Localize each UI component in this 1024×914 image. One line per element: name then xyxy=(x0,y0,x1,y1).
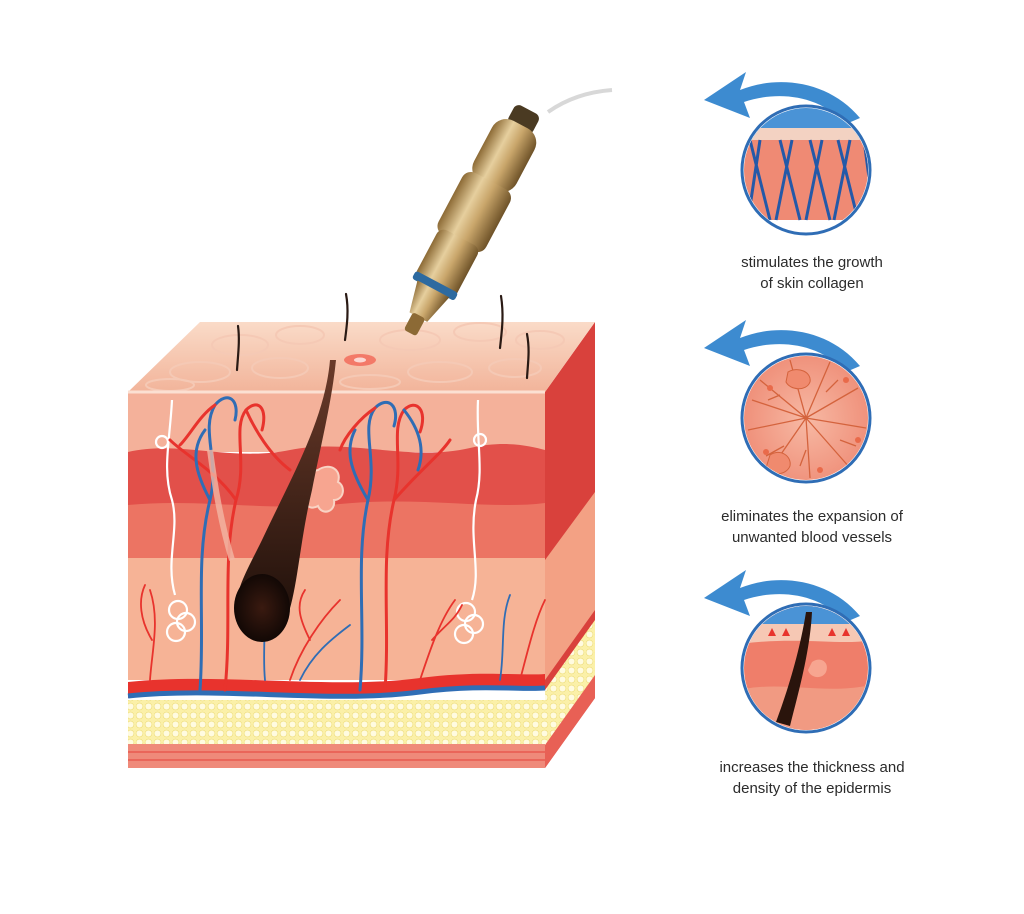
device-body-upper xyxy=(472,119,537,193)
side-base xyxy=(545,675,595,768)
front-base xyxy=(128,744,545,768)
device-ring xyxy=(412,271,458,300)
caption-collagen: stimulates the growth of skin collagen xyxy=(682,252,942,294)
vessels-circle xyxy=(740,352,872,484)
epidermis-circle xyxy=(740,602,872,734)
hair-bulb xyxy=(234,574,290,642)
caption-line: eliminates the expansion of xyxy=(721,508,903,525)
caption-line: unwanted blood vessels xyxy=(731,529,893,546)
side-fat xyxy=(545,620,595,760)
arrow-3 xyxy=(704,570,860,622)
vessels-right xyxy=(338,401,452,692)
caption-vessels: eliminates the expansion of unwanted blo… xyxy=(682,506,942,548)
device-nozzle xyxy=(404,313,425,336)
nerve-fibers xyxy=(154,399,488,645)
device-cable xyxy=(546,88,613,114)
device-tip xyxy=(409,280,450,322)
front-fat xyxy=(128,700,545,746)
device-body-mid xyxy=(437,171,511,253)
front-epidermis xyxy=(128,392,545,452)
caption-epidermis: increases the thickness and density of t… xyxy=(682,757,942,799)
arrector-muscle xyxy=(207,449,235,561)
caption-line: of skin collagen xyxy=(760,275,864,292)
laser-handpiece xyxy=(404,88,613,336)
surface-hairs xyxy=(235,292,530,380)
front-dermis-mid xyxy=(128,501,545,560)
vessels-left xyxy=(168,396,292,692)
arrow-2 xyxy=(704,320,860,372)
skin-block xyxy=(127,292,595,768)
caption-line: stimulates the growth xyxy=(741,254,883,271)
caption-line: increases the thickness and xyxy=(719,759,905,776)
caption-line: density of the epidermis xyxy=(732,780,892,797)
side-dermis-light xyxy=(545,492,595,680)
laser-spot-core xyxy=(354,357,366,363)
hair-follicle xyxy=(235,360,336,638)
arrow-1 xyxy=(704,72,860,124)
front-vein-band xyxy=(127,685,546,699)
